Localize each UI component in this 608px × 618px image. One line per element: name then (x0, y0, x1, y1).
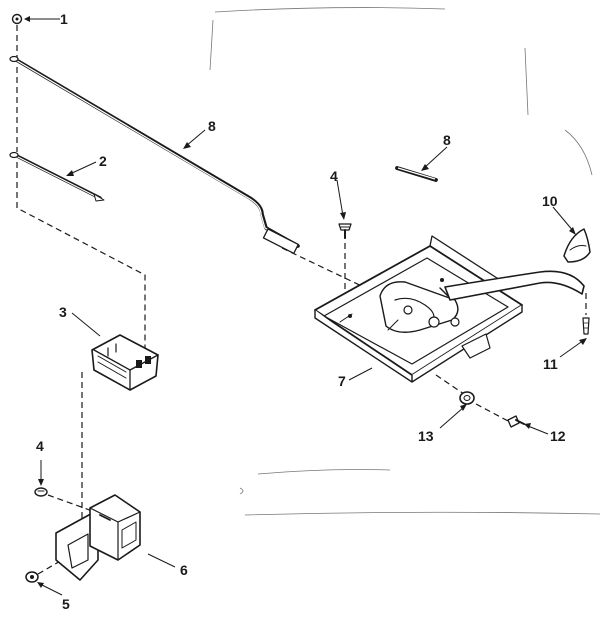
callout-3: 3 (59, 304, 67, 320)
callout-11: 11 (543, 356, 558, 372)
leader-lines (24, 16, 587, 596)
callout-5: 5 (62, 596, 70, 612)
callout-1: 1 (60, 11, 68, 27)
part-11-screw (582, 317, 590, 335)
callout-6: 6 (180, 562, 188, 578)
scan-artifacts (209, 7, 601, 516)
callout-10: 10 (542, 193, 558, 209)
part-12-screw (507, 415, 525, 428)
part-4-screw-lower (34, 487, 48, 497)
part-7-bracket-assembly (314, 235, 585, 383)
part-8-pin (395, 166, 438, 182)
part-2-rod (9, 151, 105, 202)
callout-4-lower: 4 (36, 438, 44, 454)
callout-7: 7 (338, 373, 346, 389)
part-8-rod (9, 55, 300, 254)
part-1-cap (11, 13, 23, 25)
callout-13: 13 (418, 428, 434, 444)
part-13-washer (459, 391, 475, 405)
callout-2: 2 (99, 153, 107, 169)
callout-12: 12 (550, 428, 566, 444)
part-5-nut (25, 571, 39, 583)
callout-4-upper: 4 (330, 168, 338, 184)
callout-labels: 1 2 3 4 4 5 6 7 8 8 10 11 12 13 (36, 11, 566, 612)
callout-8-pin: 8 (443, 132, 451, 148)
part-10-knob (563, 228, 591, 263)
callout-8-rod: 8 (208, 118, 216, 134)
part-4-screw-upper (338, 223, 352, 239)
part-3-switch (91, 334, 159, 391)
part-6-bracket (55, 494, 141, 581)
